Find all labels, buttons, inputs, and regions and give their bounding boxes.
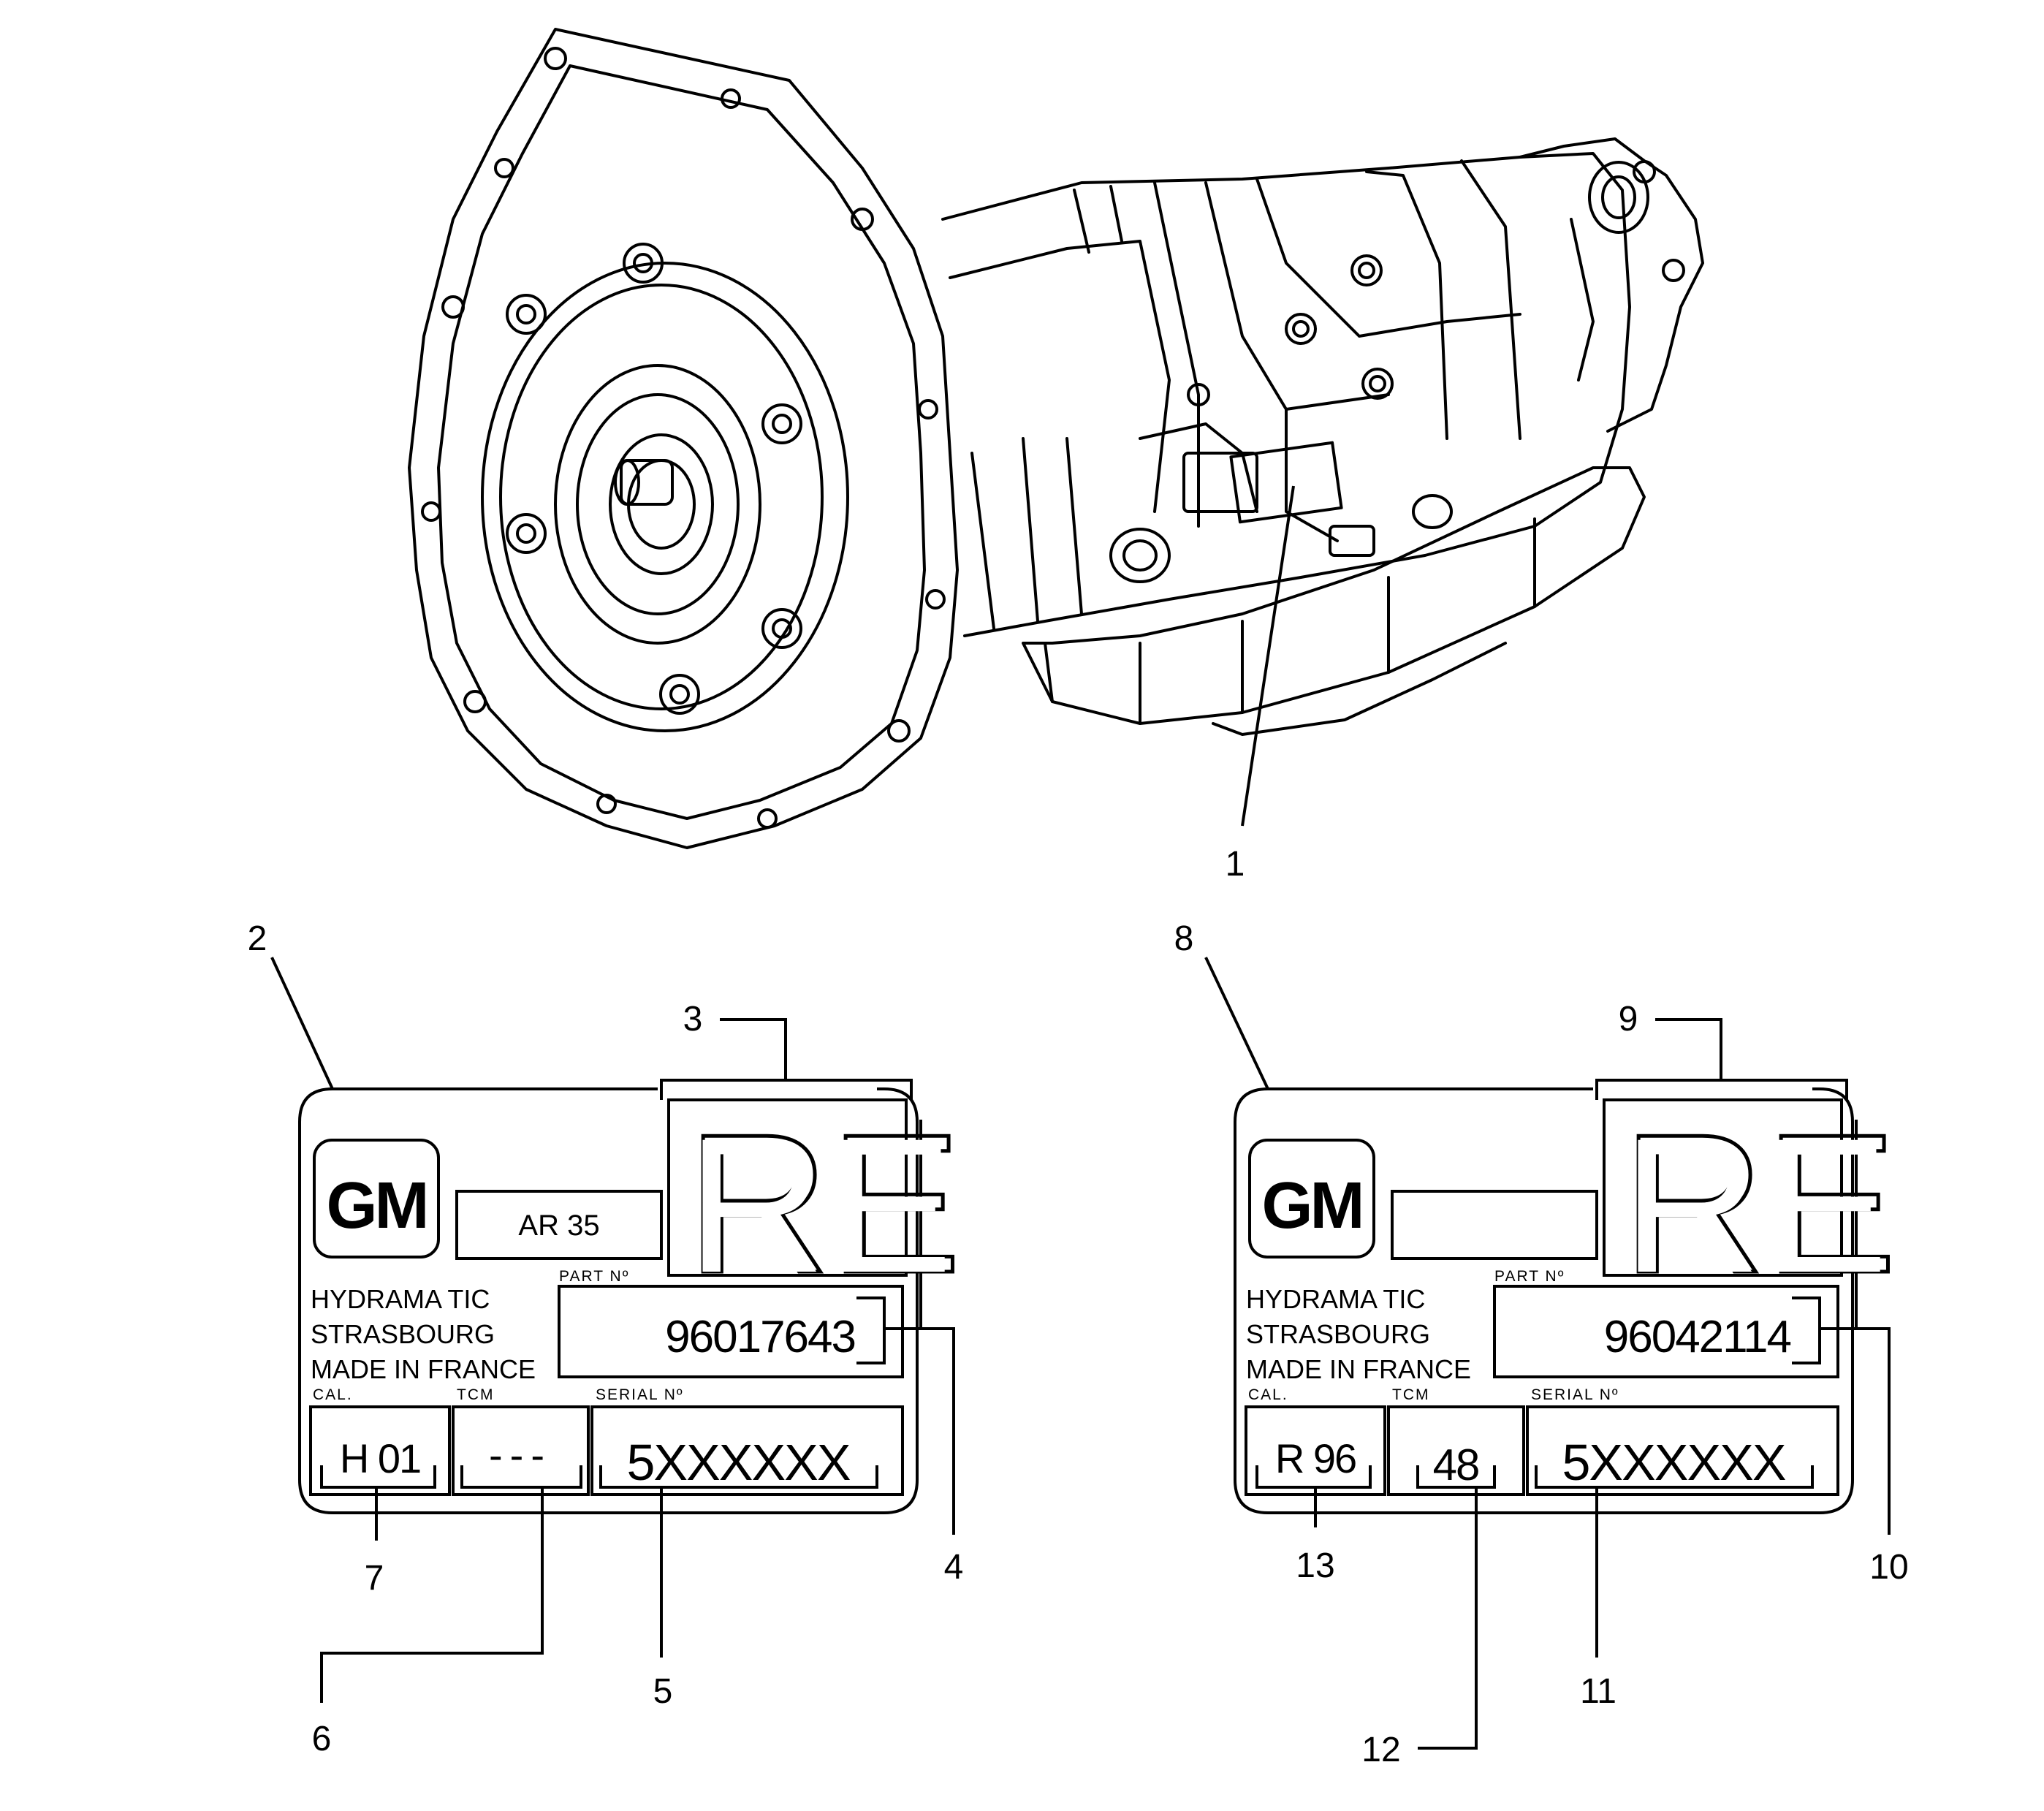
maker-line-2: STRASBOURG [311,1319,495,1349]
oil-pan [1022,466,1646,725]
callout-8: 8 [1174,919,1194,958]
callout-1: 1 [1226,845,1245,884]
callout-10: 10 [1869,1548,1908,1587]
serial-caption: SERIAL Nº [596,1386,684,1403]
bell-housing-flange [408,28,959,849]
part-caption: PART Nº [1494,1268,1565,1285]
maker-line-3: MADE IN FRANCE [311,1354,536,1384]
part-caption: PART Nº [559,1268,629,1285]
callout-5: 5 [653,1672,673,1711]
cal-value: H 01 [340,1435,420,1481]
model-value: AR 35 [518,1210,599,1242]
tcm-caption: TCM [1392,1386,1430,1403]
callout-6: 6 [312,1720,332,1758]
id-plate-left: RE RE GM AR 35 HYDRAMA TIC STRASBOURG MA… [270,957,963,1703]
serial-value: 5XXXXXX [1562,1434,1785,1491]
plate-location [1229,441,1343,524]
callout-12: 12 [1361,1731,1400,1769]
callout-13: 13 [1296,1546,1334,1585]
id-plate-right: RE RE GM HYDRAMA TIC STRASBOURG MADE IN … [1204,957,1899,1750]
output-flange [1588,161,1649,234]
gm-logo: GM [327,1169,427,1242]
maker-line-1: HYDRAMA TIC [1246,1284,1425,1314]
maker-line-1: HYDRAMA TIC [311,1284,490,1314]
converter-studs [506,243,802,715]
re-mark-inner: RE [687,1098,953,1313]
callout-3: 3 [683,1000,703,1039]
cal-caption: CAL. [313,1386,353,1403]
tcm-value: --- [489,1432,552,1478]
flange-holes [421,47,946,829]
transmission-illustration [408,28,1704,849]
re-mark: RE [687,1094,961,1314]
callout-9: 9 [1619,1000,1638,1039]
maker-line-2: STRASBOURG [1246,1319,1430,1349]
cal-caption: CAL. [1248,1386,1288,1403]
transmission-case [941,152,1631,637]
part-number: 96017643 [665,1312,855,1362]
tcm-value: 48 [1433,1440,1479,1489]
maker-line-3: MADE IN FRANCE [1246,1354,1471,1384]
re-mark-inner: RE [1622,1098,1888,1313]
torque-converter-ring [499,284,824,710]
converter-pilot [620,459,674,506]
serial-caption: SERIAL Nº [1531,1386,1619,1403]
callout-4: 4 [944,1548,964,1587]
torque-converter-outer [481,262,849,732]
callout-2: 2 [248,919,267,958]
bell-housing-inner [437,64,926,820]
cal-value: R 96 [1275,1435,1356,1481]
callout-11: 11 [1580,1672,1616,1711]
gm-logo: GM [1262,1169,1362,1242]
rear-extension [1519,137,1704,433]
serial-value: 5XXXXXX [626,1434,850,1491]
part-number: 96042114 [1604,1312,1791,1362]
re-mark: RE [1622,1094,1896,1314]
callout-7: 7 [365,1559,384,1598]
tcm-caption: TCM [457,1386,495,1403]
